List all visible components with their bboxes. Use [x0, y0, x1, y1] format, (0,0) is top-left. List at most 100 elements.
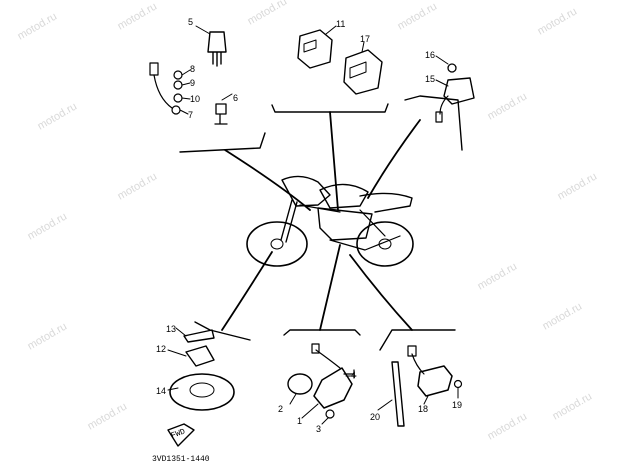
watermark: motod.ru — [396, 0, 440, 32]
connector-plug — [311, 343, 320, 354]
engine-block — [317, 207, 373, 241]
bracket-13 — [183, 329, 215, 343]
watermark: motod.ru — [551, 390, 595, 422]
callout-label: 12 — [156, 344, 166, 354]
bracket-top-center — [271, 103, 389, 113]
watermark: motod.ru — [556, 170, 600, 202]
watermark: motod.ru — [26, 210, 70, 242]
watermark: motod.ru — [486, 410, 530, 442]
sensor-7 — [171, 105, 181, 115]
leader — [221, 93, 233, 101]
leader-line — [319, 244, 341, 331]
wire — [315, 349, 341, 369]
band-20 — [391, 361, 405, 427]
component-group-flasher — [377, 345, 463, 427]
stay-12 — [185, 345, 215, 367]
relay-11-detail — [303, 39, 317, 53]
connector-plug — [149, 62, 159, 76]
watermark: motod.ru — [26, 320, 70, 352]
component-group-switch — [287, 343, 357, 425]
leader-line — [329, 111, 339, 211]
callout-label: 2 — [278, 404, 283, 414]
watermark: motod.ru — [536, 5, 580, 37]
leader — [423, 395, 429, 405]
callout-label: 8 — [190, 64, 195, 74]
washer-10 — [173, 93, 183, 103]
seat-and-tail — [359, 192, 413, 213]
frame — [299, 204, 386, 237]
motorcycle-silhouette — [246, 175, 414, 267]
leader — [175, 327, 187, 337]
watermark: motod.ru — [116, 170, 160, 202]
switch-1 — [313, 367, 353, 409]
watermark: motod.ru — [476, 260, 520, 292]
switch-5 — [207, 31, 227, 67]
watermark: motod.ru — [246, 0, 290, 28]
watermark: motod.ru — [36, 100, 80, 132]
bracket-bottom-left — [194, 321, 251, 341]
rear-wheel — [356, 221, 414, 267]
component-group-sensors — [149, 25, 233, 125]
arrow-outline-icon — [167, 423, 195, 447]
watermark: motod.ru — [116, 0, 160, 32]
bracket-bottom-center — [283, 329, 361, 336]
callout-label: 16 — [425, 50, 435, 60]
unit-18 — [417, 365, 453, 397]
connector-plug — [407, 345, 417, 357]
leader — [435, 55, 449, 65]
callout-label: 18 — [418, 404, 428, 414]
nut-16 — [447, 63, 457, 73]
leader — [321, 417, 329, 425]
leader — [179, 69, 191, 115]
callout-label: 11 — [336, 19, 345, 29]
callout-label: 4 — [351, 370, 356, 380]
sender-6 — [214, 103, 228, 125]
leader-line — [367, 119, 421, 199]
watermark: motod.ru — [541, 300, 585, 332]
bracket-top-left — [179, 132, 266, 153]
callout-label: 13 — [166, 324, 176, 334]
cover-2 — [287, 373, 313, 395]
callout-label: 15 — [425, 74, 435, 84]
fairing — [281, 175, 331, 207]
leader-lines — [221, 111, 421, 331]
drawing-code: 3VD1351-1440 — [152, 455, 210, 464]
callout-label: 3 — [316, 424, 321, 434]
leader — [361, 41, 365, 53]
leader — [435, 79, 449, 87]
component-group-relays — [297, 25, 383, 95]
callout-label: 9 — [190, 78, 195, 88]
washer-8 — [173, 70, 183, 80]
horn-14 — [169, 373, 235, 411]
component-group-horn-relay — [435, 55, 475, 123]
bracket-bottom-right — [379, 329, 456, 351]
nut-9 — [173, 80, 183, 90]
wire — [153, 74, 173, 109]
front-wheel-hub — [270, 238, 284, 250]
leader — [289, 393, 297, 405]
callout-labels: 1 2 3 4 5 6 7 8 9 10 11 12 13 14 15 16 1… — [156, 17, 462, 434]
callout-label: 6 — [233, 93, 238, 103]
screw-4 — [343, 369, 355, 379]
callout-label: 5 — [188, 17, 193, 27]
callout-label: 10 — [190, 94, 200, 104]
group-brackets — [179, 95, 463, 351]
leader-line — [221, 251, 273, 331]
callout-label: 20 — [370, 412, 380, 422]
front-wheel — [246, 221, 308, 267]
relay-17-detail — [349, 61, 367, 79]
component-group-horn — [167, 327, 235, 411]
callout-label: 1 — [297, 416, 302, 426]
relay-11 — [297, 29, 333, 69]
bolt-3 — [325, 409, 335, 419]
exhaust — [329, 235, 401, 251]
watermark: motod.ru — [86, 400, 130, 432]
watermark: motod.ru — [16, 10, 60, 42]
connector-plug — [435, 111, 443, 123]
horn-14-center — [189, 382, 215, 398]
callout-label: 19 — [452, 400, 462, 410]
leader — [195, 25, 211, 35]
fuel-tank — [319, 183, 369, 209]
relay-17 — [343, 49, 383, 95]
